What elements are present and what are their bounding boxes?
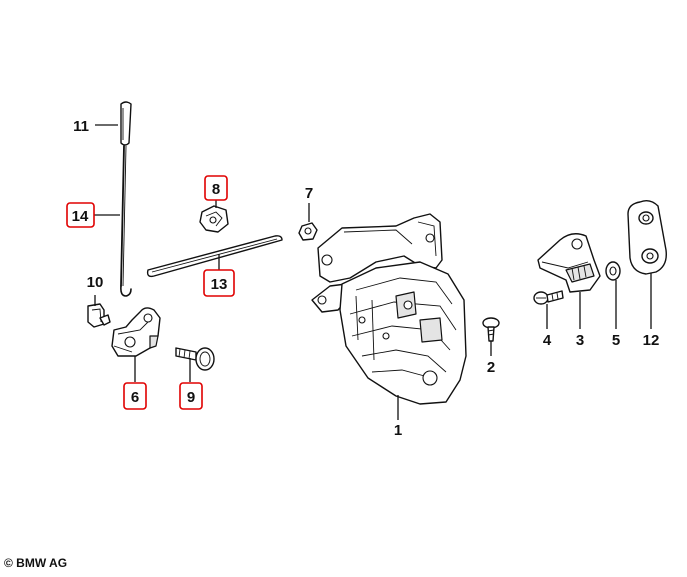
highlight-box-9 xyxy=(179,382,203,410)
callout-6: 6 xyxy=(131,389,139,406)
part-8-rod-clip[interactable] xyxy=(199,205,229,233)
callout-5: 5 xyxy=(612,332,620,349)
part-9-bolt[interactable] xyxy=(175,347,215,371)
highlight-box-6 xyxy=(123,382,147,410)
part-7-nut[interactable] xyxy=(298,222,318,241)
callout-3: 3 xyxy=(576,332,584,349)
highlight-boxes xyxy=(66,175,235,410)
part-4-screw[interactable] xyxy=(533,290,564,305)
part-6-lever[interactable] xyxy=(111,307,161,357)
part-10-clip[interactable] xyxy=(87,303,111,328)
highlight-box-8 xyxy=(204,175,228,201)
part-5-washer[interactable] xyxy=(605,261,621,281)
callout-2: 2 xyxy=(487,359,495,376)
callout-11: 11 xyxy=(73,118,89,135)
callout-12: 12 xyxy=(643,332,660,349)
callout-10: 10 xyxy=(87,274,104,291)
copyright-notice: © BMW AG xyxy=(4,556,68,570)
part-3-striker[interactable] xyxy=(537,233,601,293)
part-13-connecting-rod[interactable] xyxy=(146,235,283,278)
callouts: 11 14 10 6 9 8 13 7 1 2 4 3 5 12 xyxy=(72,118,660,439)
callout-9: 9 xyxy=(187,389,195,406)
part-12-plate[interactable] xyxy=(627,199,667,275)
callout-14: 14 xyxy=(72,208,89,225)
callout-8: 8 xyxy=(212,181,220,198)
leader-lines xyxy=(94,124,652,420)
callout-13: 13 xyxy=(211,276,228,293)
callout-4: 4 xyxy=(543,332,552,349)
part-2-screw[interactable] xyxy=(482,317,500,342)
part-11-lock-knob[interactable] xyxy=(120,101,132,146)
part-14-control-rod[interactable] xyxy=(120,145,132,297)
part-1-door-lock[interactable] xyxy=(311,213,467,405)
callout-1: 1 xyxy=(394,422,402,439)
highlight-box-13 xyxy=(203,269,235,297)
callout-7: 7 xyxy=(305,185,313,202)
highlight-box-14 xyxy=(66,202,95,228)
